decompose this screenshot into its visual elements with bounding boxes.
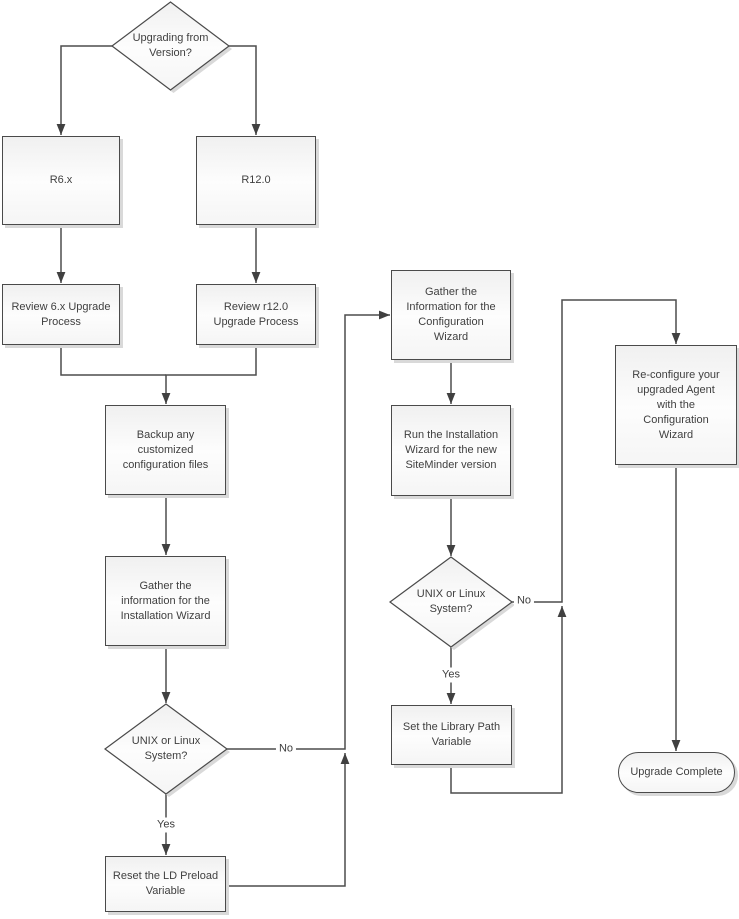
node-label-run-install-wizard: Run the Installation Wizard for the new … — [403, 429, 499, 471]
node-label-review-r12: Review r12.0 Upgrade Process — [213, 300, 299, 328]
connector-decision2-no-to-reconfigure — [512, 299, 681, 603]
node-r6x: R6.x — [2, 136, 120, 225]
diamond-shape — [111, 1, 232, 93]
node-run-install-wizard: Run the Installation Wizard for the new … — [391, 405, 511, 496]
diamond-shape — [388, 556, 515, 650]
edge-label-decision1-yes: Yes — [154, 817, 178, 833]
node-label-r6x: R6.x — [49, 174, 73, 186]
node-label-reconfigure-agent: Re-configure your upgraded Agent with th… — [632, 368, 720, 441]
edge-label-decision2-no: No — [513, 593, 535, 609]
node-label-review-6x: Review 6.x Upgrade Process — [11, 300, 111, 328]
node-label-reset-ld-preload: Reset the LD Preload Variable — [112, 870, 219, 897]
connector-review6x-merge — [60, 345, 166, 376]
node-gather-config-info: Gather the Information for the Configura… — [391, 270, 511, 360]
connector-decision1-no-to-gather-config — [227, 310, 390, 750]
node-set-library-path: Set the Library Path Variable — [391, 705, 512, 765]
connector-reviewr12-to-backup — [161, 345, 257, 404]
node-reconfigure-agent: Re-configure your upgraded Agent with th… — [615, 345, 737, 465]
node-label-set-library-path: Set the Library Path Variable — [402, 721, 501, 748]
node-review-r12: Review r12.0 Upgrade Process — [196, 284, 316, 345]
edge-label-decision2-yes: Yes — [439, 667, 463, 683]
connector-reset-ld-merge-up — [226, 753, 350, 887]
connector-set-library-merge-up — [450, 606, 567, 794]
node-label-backup-files: Backup any customized configuration file… — [122, 428, 209, 471]
node-reset-ld-preload: Reset the LD Preload Variable — [105, 856, 226, 912]
connector-version-to-r6x — [56, 45, 112, 135]
node-upgrading-from-version: Upgrading from Version? — [111, 1, 232, 93]
node-unix-or-linux-2: UNIX or Linux System? — [388, 556, 515, 650]
node-label-gather-config-info: Gather the Information for the Configura… — [406, 286, 496, 343]
node-label-unix-or-linux-2: UNIX or Linux System? — [416, 588, 486, 615]
node-unix-or-linux-1: UNIX or Linux System? — [103, 703, 230, 797]
node-label-upgrading-from-version: Upgrading from Version? — [132, 32, 209, 59]
node-r12: R12.0 — [196, 136, 316, 225]
node-backup-files: Backup any customized configuration file… — [105, 405, 226, 495]
node-upgrade-complete: Upgrade Complete — [618, 752, 735, 793]
diamond-shape — [103, 703, 230, 797]
node-review-6x: Review 6.x Upgrade Process — [2, 284, 120, 345]
node-gather-install-info: Gather the information for the Installat… — [105, 556, 226, 646]
node-label-gather-install-info: Gather the information for the Installat… — [120, 579, 211, 622]
connector-version-to-r12 — [229, 45, 261, 135]
node-label-r12: R12.0 — [241, 174, 271, 186]
node-label-upgrade-complete: Upgrade Complete — [630, 766, 723, 778]
edge-label-decision1-no: No — [275, 741, 297, 757]
node-label-unix-or-linux-1: UNIX or Linux System? — [131, 735, 201, 762]
